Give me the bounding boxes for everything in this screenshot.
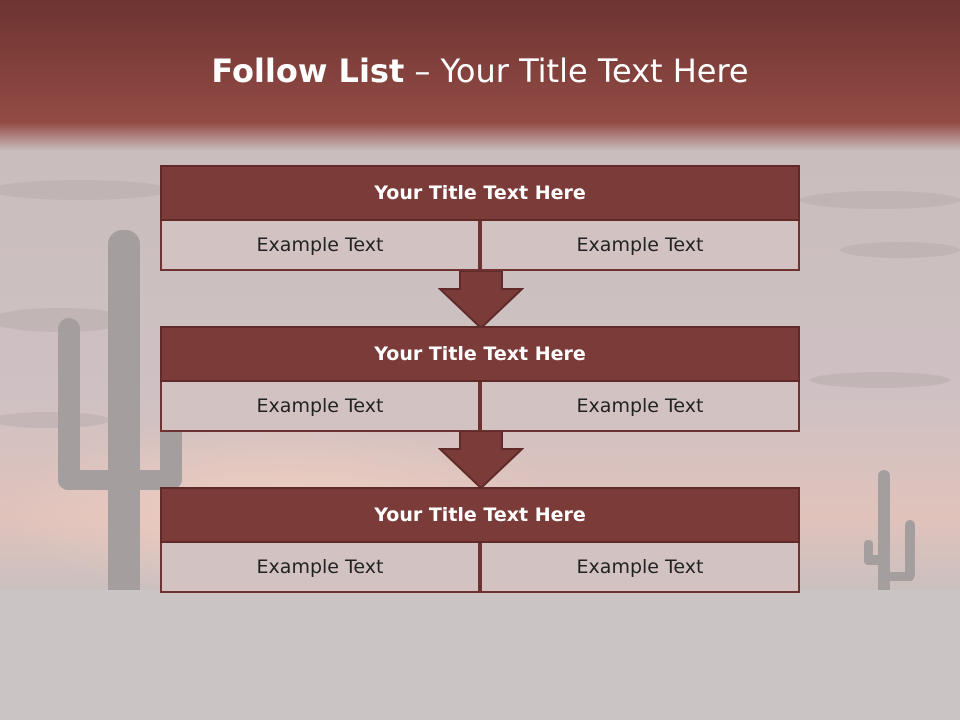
cell-left: Example Text bbox=[160, 382, 480, 432]
list-box-1: Your Title Text Here Example Text Exampl… bbox=[160, 165, 800, 271]
cell-left: Example Text bbox=[160, 221, 480, 271]
cell-left: Example Text bbox=[160, 543, 480, 593]
box-cells: Example Text Example Text bbox=[160, 382, 800, 432]
title-strong: Follow List bbox=[211, 52, 405, 90]
box-title: Your Title Text Here bbox=[160, 165, 800, 221]
box-title: Your Title Text Here bbox=[160, 487, 800, 543]
box-cells: Example Text Example Text bbox=[160, 221, 800, 271]
cell-right: Example Text bbox=[480, 543, 800, 593]
box-title: Your Title Text Here bbox=[160, 326, 800, 382]
list-box-3: Your Title Text Here Example Text Exampl… bbox=[160, 487, 800, 593]
cell-right: Example Text bbox=[480, 382, 800, 432]
box-cells: Example Text Example Text bbox=[160, 543, 800, 593]
title-rest: – Your Title Text Here bbox=[404, 52, 749, 90]
cell-right: Example Text bbox=[480, 221, 800, 271]
down-arrow-icon bbox=[438, 431, 524, 489]
slide-title: Follow List – Your Title Text Here bbox=[0, 52, 960, 90]
list-box-2: Your Title Text Here Example Text Exampl… bbox=[160, 326, 800, 432]
down-arrow-icon bbox=[438, 271, 524, 329]
